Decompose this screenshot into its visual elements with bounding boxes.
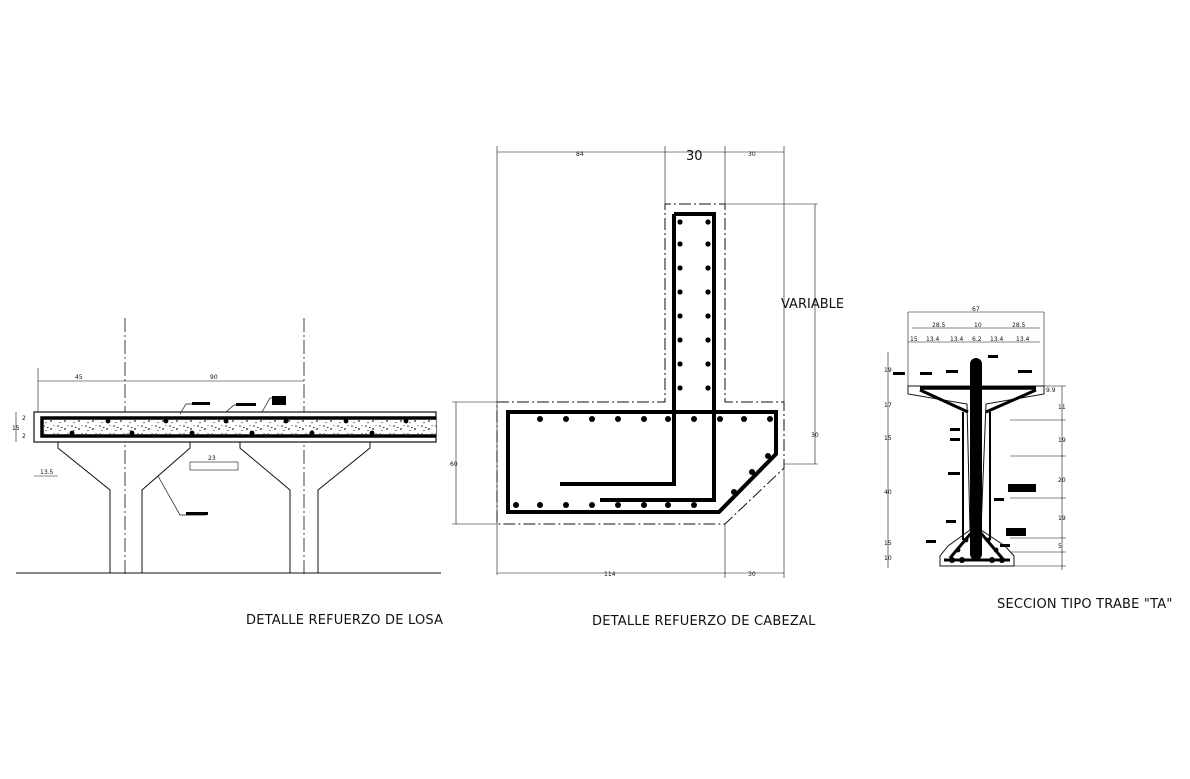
cabezal-dim-30-right: 30 — [748, 151, 756, 158]
trabe-dim-285b: 28.5 — [1012, 322, 1026, 329]
losa-detail: 45 90 15 2 2 13.5 23 — [12, 318, 441, 575]
trabe-dim-134c: 13.4 — [990, 336, 1004, 343]
losa-dim-2a: 2 — [22, 415, 26, 422]
trabe-dim-134d: 13.4 — [1016, 336, 1030, 343]
trabe-dim-285a: 28.5 — [932, 322, 946, 329]
trabe-dim-r20: 20 — [1058, 477, 1066, 484]
cabezal-dim-60: 60 — [450, 461, 458, 468]
trabe-dim-134b: 13.4 — [950, 336, 964, 343]
losa-dim-23: 23 — [208, 455, 216, 462]
trabe-dim-r19b: 19 — [1058, 515, 1066, 522]
trabe-dim-l19: 19 — [884, 367, 892, 374]
cabezal-detail: 84 30 30 VARIABLE 30 60 114 30 — [450, 146, 844, 578]
trabe-dim-l17: 17 — [884, 402, 892, 409]
trabe-dim-l15: 15 — [884, 435, 892, 442]
trabe-dim-l10: 10 — [884, 555, 892, 562]
losa-dim-15: 15 — [12, 425, 20, 432]
cabezal-dim-114: 114 — [604, 571, 616, 578]
trabe-dim-l15b: 15 — [884, 540, 892, 547]
caption-losa: DETALLE REFUERZO DE LOSA — [246, 613, 444, 628]
trabe-dim-l40: 40 — [884, 489, 892, 496]
cabezal-dim-30-side: 30 — [811, 432, 819, 439]
trabe-dim-10: 10 — [974, 322, 982, 329]
cabezal-dim-30-top: 30 — [686, 149, 703, 164]
cabezal-dim-30-bottom: 30 — [748, 571, 756, 578]
trabe-dim-15a: 15 — [910, 336, 918, 343]
trabe-dim-r99: 9.9 — [1046, 387, 1056, 394]
losa-dim-45: 45 — [75, 374, 83, 381]
caption-trabe: SECCION TIPO TRABE "TA" — [997, 597, 1173, 612]
trabe-dim-62: 6.2 — [972, 336, 982, 343]
trabe-dim-r11: 11 — [1058, 404, 1066, 411]
trabe-dim-r19: 19 — [1058, 437, 1066, 444]
losa-dim-90: 90 — [210, 374, 218, 381]
cabezal-dim-84: 84 — [576, 151, 584, 158]
trabe-section: 67 28.5 10 28.5 15 13.4 13.4 6.2 13.4 13… — [884, 306, 1066, 570]
trabe-dim-r5: 5 — [1058, 543, 1062, 550]
losa-dim-135: 13.5 — [40, 469, 54, 476]
trabe-dim-134a: 13.4 — [926, 336, 940, 343]
trabe-dim-67: 67 — [972, 306, 980, 313]
losa-dim-2b: 2 — [22, 433, 26, 440]
caption-cabezal: DETALLE REFUERZO DE CABEZAL — [592, 614, 816, 629]
cabezal-variable: VARIABLE — [781, 297, 844, 312]
